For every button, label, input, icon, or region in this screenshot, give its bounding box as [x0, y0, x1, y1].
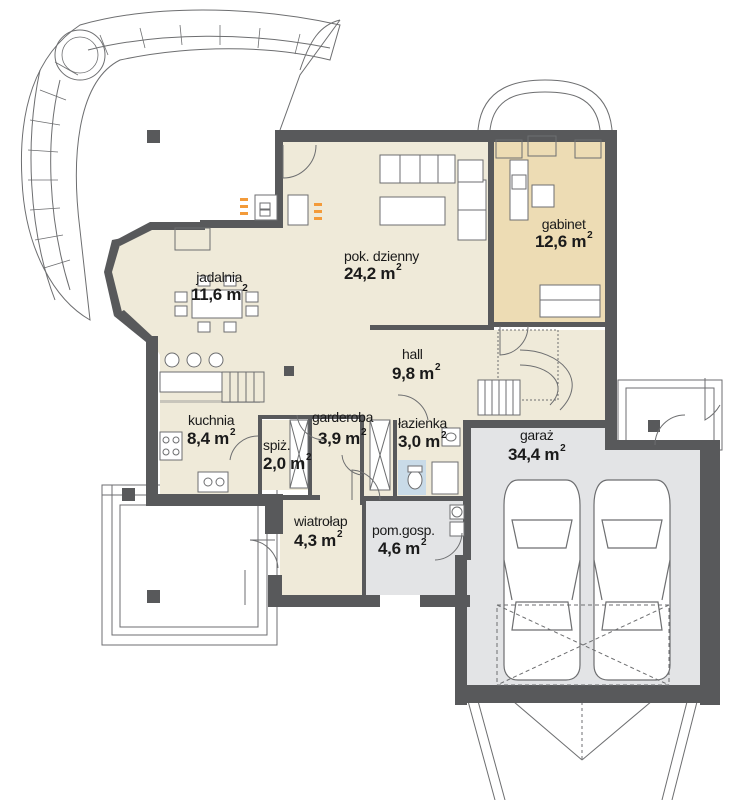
room-area: 3,0 m2	[398, 430, 447, 451]
room-area: 12,6 m2	[535, 230, 593, 251]
utility-fill	[365, 500, 465, 595]
room-label-pom-gosp: pom.gosp. 4,6 m2	[372, 523, 435, 557]
driveway	[464, 689, 701, 800]
room-area: 9,8 m2	[392, 362, 441, 383]
room-label-hall: hall 9,8 m2	[392, 346, 441, 383]
room-label-gabinet: gabinet 12,6 m2	[535, 216, 593, 251]
doors	[174, 144, 721, 605]
room-label-garderoba: garderoba 3,9 m2	[312, 410, 373, 447]
car-icon-left	[503, 479, 581, 681]
room-area: 8,4 m2	[187, 427, 236, 448]
room-name: spiż.	[263, 437, 291, 453]
room-label-spiz: spiż. 2,0 m2	[263, 437, 312, 473]
room-label-garaz: garaż 34,4 m2	[508, 427, 566, 464]
garage-door-swing	[496, 604, 670, 686]
room-area: 11,6 m2	[191, 283, 248, 304]
office-bay	[477, 79, 613, 131]
room-label-pok-dzienny: pok. dzienny 24,2 m2	[344, 249, 419, 282]
room-area: 4,3 m2	[294, 529, 343, 550]
room-area: 3,9 m2	[318, 427, 367, 448]
room-name: wiatrołap	[294, 513, 348, 529]
room-name: łazienka	[398, 415, 447, 431]
terrace-curved-hatch	[27, 24, 301, 269]
room-name: garderoba	[312, 409, 374, 425]
room-label-jadalnia: jadalnia 11,6 m2	[191, 269, 248, 304]
room-area: 34,4 m2	[508, 443, 566, 464]
room-area: 24,2 m2	[344, 262, 402, 283]
terrace-right	[617, 379, 723, 451]
car-icon-right	[593, 479, 671, 681]
terrace-round-corner	[54, 29, 106, 81]
room-name: jadalnia	[196, 269, 243, 285]
room-name: garaż	[519, 427, 554, 443]
room-name: pok. dzienny	[344, 248, 420, 264]
room-name: kuchnia	[188, 412, 235, 428]
room-label-lazienka: łazienka 3,0 m2	[398, 416, 447, 450]
fireplace-flame-icon	[240, 198, 322, 220]
room-name: pom.gosp.	[372, 522, 435, 538]
room-name: hall	[402, 346, 423, 362]
room-label-kuchnia: kuchnia 8,4 m2	[187, 412, 236, 448]
terrace-curved	[20, 9, 341, 321]
walls	[104, 130, 720, 705]
room-label-wiatrolap: wiatrołap 4,3 m2	[294, 513, 348, 550]
room-area: 4,6 m2	[378, 537, 427, 558]
furniture	[159, 135, 602, 537]
terrace-entrance	[101, 484, 278, 646]
room-name: gabinet	[541, 216, 586, 232]
vestibule-fill	[280, 500, 365, 595]
room-area: 2,0 m2	[263, 452, 312, 473]
